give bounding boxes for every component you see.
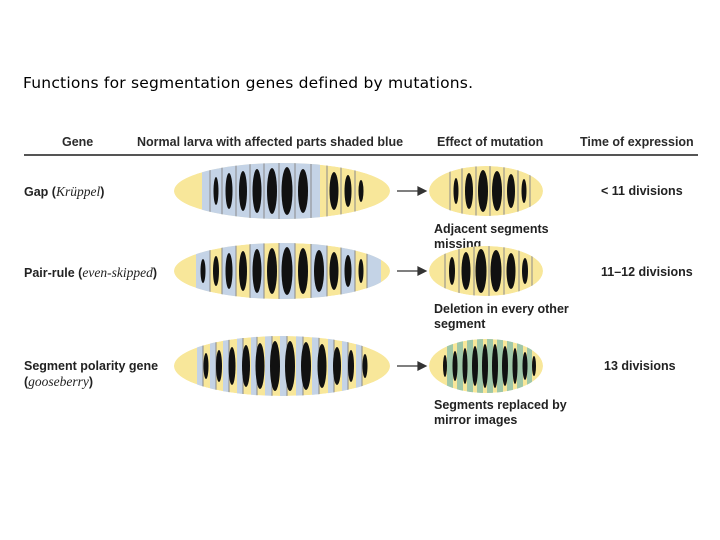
gene-name-kruppel: Krüppel (55, 184, 101, 199)
header-effect: Effect of mutation (437, 135, 544, 149)
arrow-right-icon (397, 266, 428, 276)
larva-normal-gap (174, 163, 390, 219)
gene-pair-rule: Pair-rule (even-skipped) (24, 265, 157, 280)
time-segment-polarity: 13 divisions (604, 359, 676, 373)
header-normal-larva: Normal larva with affected parts shaded … (137, 135, 404, 149)
larva-mutant-segment-polarity (429, 339, 543, 393)
slide-title: Functions for segmentation genes defined… (23, 74, 474, 92)
larva-normal-segment-polarity (174, 336, 390, 396)
header-rule (24, 154, 698, 156)
effect-every-other-segment: Deletion in every other segment (434, 302, 569, 331)
larva-mutant-pair-rule (429, 246, 543, 296)
gene-segment-polarity: Segment polarity gene(gooseberry) (24, 359, 159, 389)
arrow-right-icon (397, 186, 428, 196)
header-gene: Gene (62, 135, 94, 149)
gene-name-gooseberry: gooseberry (28, 374, 89, 389)
header-time: Time of expression (580, 135, 694, 149)
larva-normal-pair-rule (174, 243, 390, 299)
mirror-image-region (447, 339, 532, 393)
affected-region (197, 336, 362, 396)
time-gap: < 11 divisions (601, 184, 683, 198)
effect-mirror-images: Segments replaced by mirror images (434, 398, 567, 427)
gene-name-even-skipped: even-skipped (82, 265, 153, 280)
arrow-right-icon (397, 361, 428, 371)
time-pair-rule: 11–12 divisions (601, 265, 693, 279)
larva-mutant-gap (429, 166, 543, 216)
gene-gap: Gap (Krüppel) (24, 184, 105, 199)
